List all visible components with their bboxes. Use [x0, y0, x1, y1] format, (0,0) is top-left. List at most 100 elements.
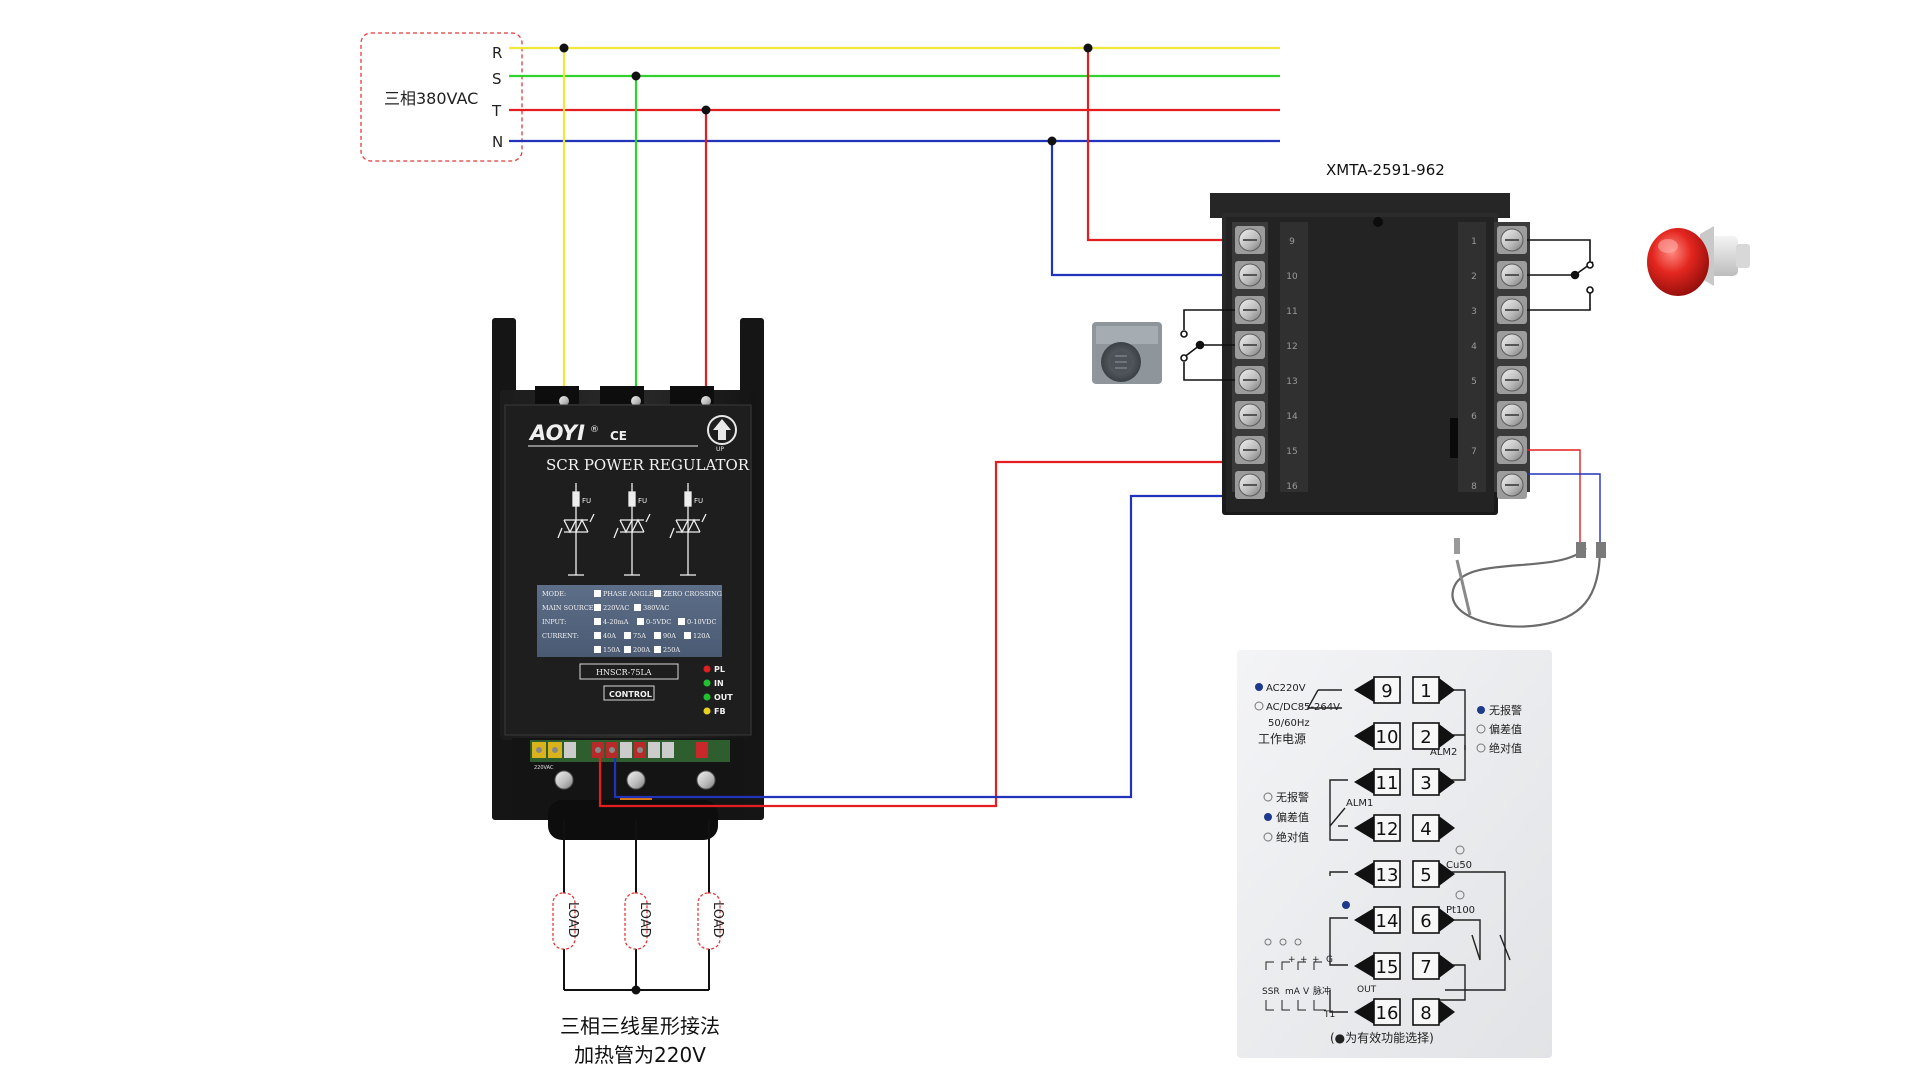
card-terminal-5: 5: [1412, 860, 1455, 888]
controller-power-wires: [1047, 43, 1245, 277]
alm1-option-3: 绝对值: [1276, 830, 1309, 844]
controller-terminal-11: 11: [1235, 296, 1298, 324]
power-label: 工作电源: [1258, 732, 1306, 746]
alm1-option-2: 偏差值: [1276, 810, 1309, 824]
alm2-label: ALM2: [1430, 747, 1457, 758]
svg-text:0-5VDC: 0-5VDC: [646, 618, 671, 626]
card-terminal-8: 8: [1412, 998, 1455, 1026]
line-label-s: S: [492, 70, 502, 88]
scr-regulator: AOYI ® CE UP SCR POWER REGULATOR: [492, 318, 764, 840]
sensor-option-pt100: Pt100: [1446, 905, 1475, 916]
controller-terminal-label: 11: [1286, 307, 1297, 317]
svg-text:FB: FB: [714, 707, 726, 716]
regulator-spec-label: MODE: PHASE ANGLE ZERO CROSSING MAIN SOU…: [537, 585, 722, 657]
card-terminal-number: 7: [1420, 957, 1431, 978]
card-terminal-15: 15: [1354, 952, 1401, 980]
svg-text:CURRENT:: CURRENT:: [542, 632, 579, 640]
card-terminal-number: 16: [1376, 1003, 1399, 1024]
controller-terminal-14: 14: [1235, 401, 1298, 429]
card-terminal-7: 7: [1412, 952, 1455, 980]
svg-text:40A: 40A: [603, 632, 616, 640]
controller-terminal-16: 16: [1235, 471, 1298, 499]
card-terminal-number: 8: [1420, 1003, 1431, 1024]
sensor-wiring: [1508, 449, 1601, 545]
power-option-1: AC220V: [1266, 683, 1306, 694]
card-terminal-number: 5: [1420, 865, 1431, 886]
svg-text:150A: 150A: [603, 646, 620, 654]
card-terminal-13: 13: [1354, 860, 1401, 888]
card-terminal-number: 13: [1376, 865, 1399, 886]
controller-terminal-label: 9: [1289, 237, 1295, 247]
fuse-label-3: FU: [694, 497, 703, 505]
controller-terminal-7: 7: [1471, 436, 1527, 464]
controller-terminal-label: 15: [1286, 447, 1297, 457]
control-signal-wires: [598, 460, 1245, 808]
controller-terminal-label: 2: [1471, 272, 1477, 282]
load-wiring: LOAD LOAD LOAD: [552, 820, 725, 995]
alarm-lamp-wiring: [1508, 239, 1594, 311]
controller-terminal-1: 1: [1471, 226, 1527, 254]
card-terminal-number: 2: [1420, 727, 1431, 748]
frequency-label: 50/60Hz: [1268, 718, 1310, 729]
temperature-probe-icon: [1451, 538, 1606, 628]
svg-text:LOAD: LOAD: [637, 902, 652, 938]
regulator-brand: AOYI: [528, 421, 585, 445]
svg-text:OUT: OUT: [714, 693, 733, 702]
controller-terminal-label: 7: [1471, 447, 1477, 457]
svg-text:380VAC: 380VAC: [643, 604, 669, 612]
card-terminal-6: 6: [1412, 906, 1455, 934]
load-2: LOAD: [624, 892, 652, 950]
regulator-model: HNSCR-75LA: [596, 668, 652, 677]
svg-text:220VAC: 220VAC: [534, 765, 554, 771]
controller-terminal-label: 4: [1471, 342, 1477, 352]
card-terminal-12: 12: [1354, 814, 1401, 842]
regulator-front-panel: [504, 404, 752, 736]
card-terminal-number: 10: [1376, 727, 1399, 748]
svg-text:PHASE ANGLE: PHASE ANGLE: [603, 590, 654, 598]
card-terminal-16: 16: [1354, 998, 1401, 1026]
svg-text:LOAD: LOAD: [565, 902, 580, 938]
controller-terminal-label: 5: [1471, 377, 1477, 387]
card-terminal-3: 3: [1412, 768, 1455, 796]
controller-terminal-5: 5: [1471, 366, 1527, 394]
alm1-option-1: 无报警: [1276, 790, 1309, 804]
supply-box: [360, 32, 523, 162]
svg-text:MAIN SOURCE:: MAIN SOURCE:: [542, 604, 596, 612]
controller-terminal-label: 16: [1286, 482, 1298, 492]
controller-terminal-6: 6: [1471, 401, 1527, 429]
svg-text:SSR: SSR: [1262, 987, 1280, 997]
thyristor-symbols: [557, 483, 707, 576]
svg-text:ZERO CROSSING: ZERO CROSSING: [663, 590, 722, 598]
card-terminal-number: 15: [1376, 957, 1399, 978]
regulator-up-arrow-icon: UP: [707, 415, 737, 453]
line-label-n: N: [492, 133, 503, 151]
regulator-feed-wires: [559, 43, 711, 395]
alm2-option-1: 无报警: [1489, 703, 1522, 717]
card-terminal-10: 10: [1354, 722, 1401, 750]
card-footnote: (●为有效功能选择): [1330, 1030, 1434, 1045]
indicator-lamp-icon: [1647, 226, 1750, 296]
card-terminal-number: 6: [1420, 911, 1431, 932]
load-1: LOAD: [552, 892, 580, 950]
caption-line-1: 三相三线星形接法: [560, 1014, 720, 1038]
out-label: OUT: [1357, 985, 1377, 995]
controller-terminal-label: 3: [1471, 307, 1477, 317]
svg-text:120A: 120A: [693, 632, 710, 640]
controller-terminal-label: 1: [1471, 237, 1477, 247]
sensor-option-cu50: Cu50: [1446, 860, 1472, 871]
svg-text:V: V: [1303, 987, 1310, 997]
svg-text:UP: UP: [716, 446, 724, 453]
card-terminal-number: 3: [1420, 773, 1431, 794]
controller-terminal-10: 10: [1235, 261, 1298, 289]
line-label-t: T: [491, 102, 502, 120]
controller-terminal-label: 14: [1286, 412, 1298, 422]
status-leds: PL IN OUT FB: [703, 665, 733, 716]
t1-label: T1: [1323, 1010, 1335, 1020]
supply-box-label: 三相380VAC: [384, 89, 478, 108]
controller-terminal-2: 2: [1471, 261, 1527, 289]
svg-text:220VAC: 220VAC: [603, 604, 629, 612]
